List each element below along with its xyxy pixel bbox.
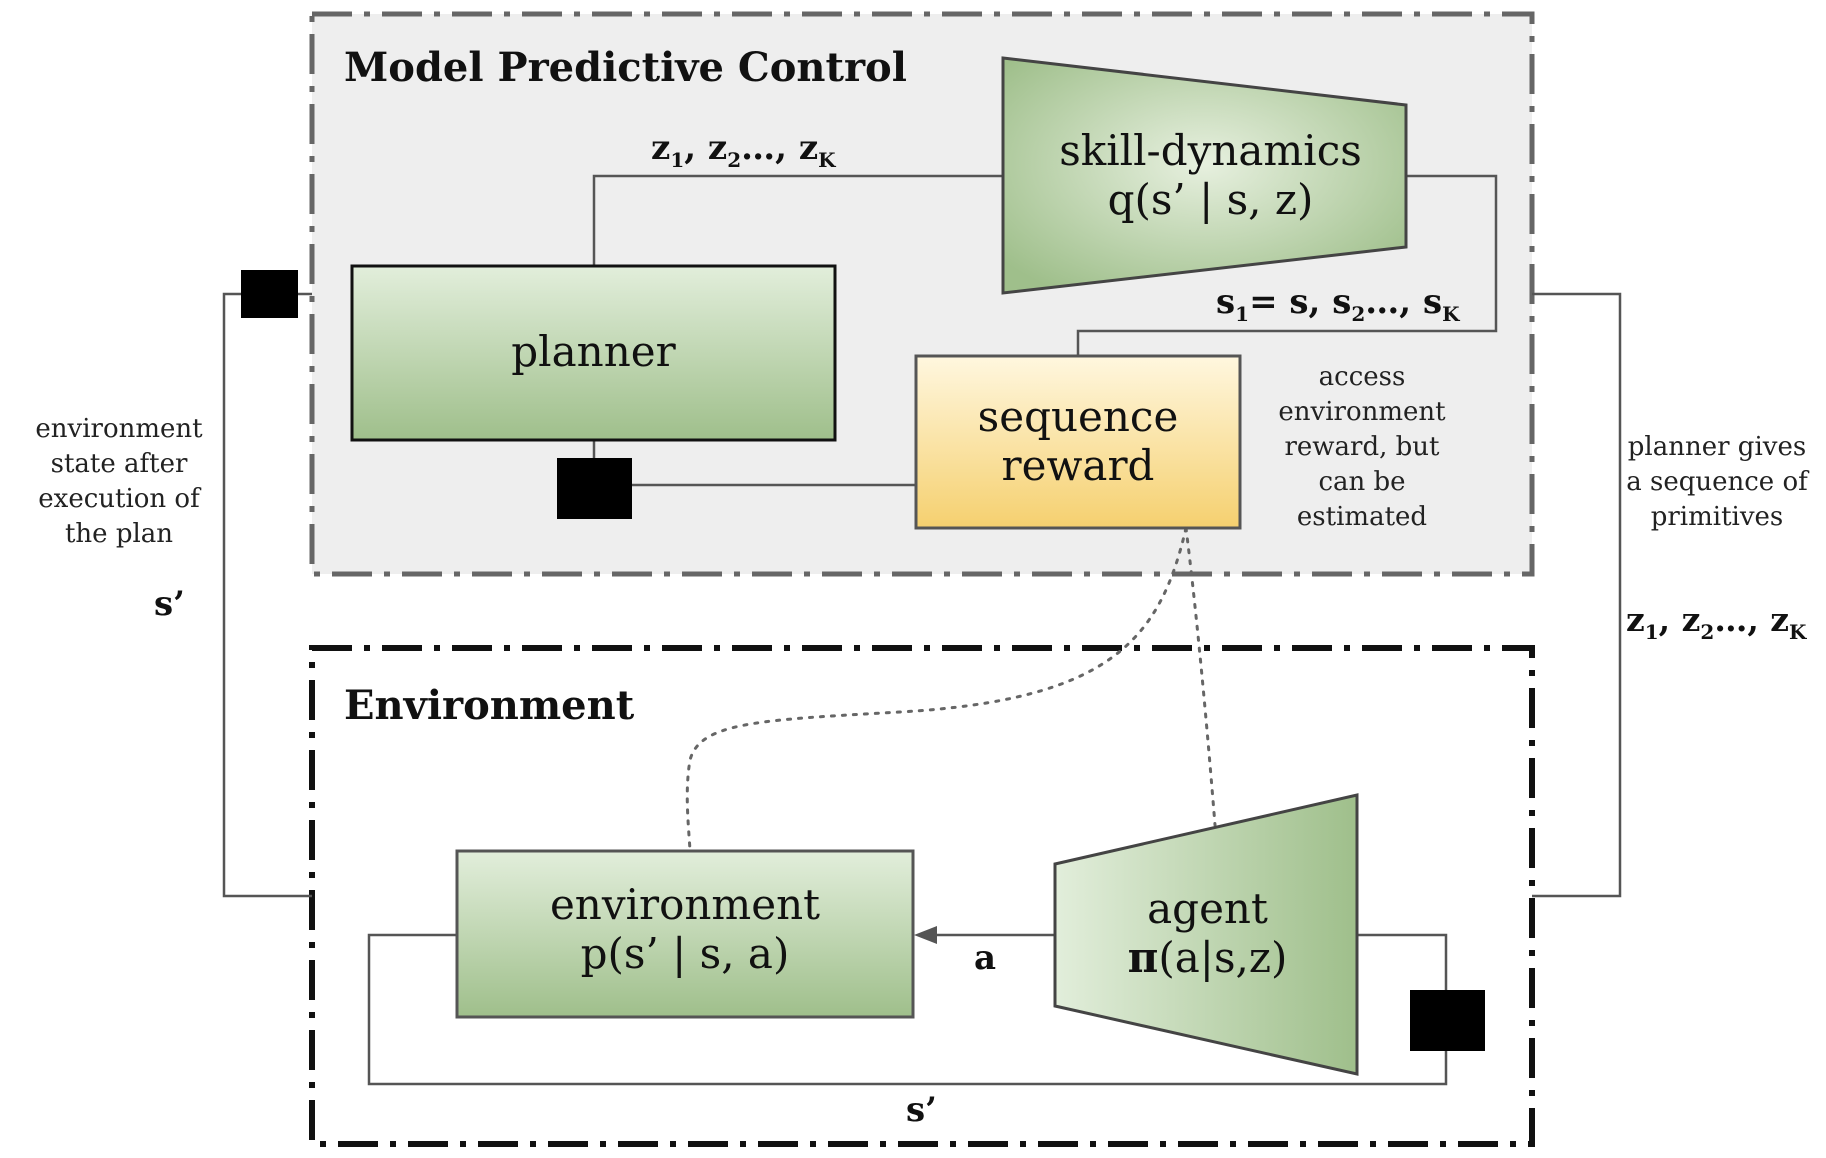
edge-bottom-loop-return	[367, 933, 1448, 1086]
s-prime-left-label: s’	[154, 584, 185, 624]
reward-note-line: estimated	[1296, 502, 1428, 532]
action-label: a	[974, 938, 997, 978]
sequence-reward-line2: reward	[1001, 441, 1155, 490]
environment-line1: environment	[549, 880, 821, 929]
agent-policy-args: (a|s,z)	[1158, 933, 1288, 982]
environment-line2: p(s’ | s, a)	[580, 929, 790, 978]
z-symbol: , z	[1658, 600, 1701, 639]
subscript: K	[1789, 620, 1807, 644]
z-symbol: …, z	[1714, 600, 1790, 639]
edge-right-loop	[1532, 292, 1622, 898]
skill-dynamics-label: skill-dynamics q(s’ | s, z)	[1013, 126, 1408, 224]
right-note-line: a sequence of	[1626, 467, 1808, 497]
reward-note: access environment reward, but can be es…	[1262, 360, 1462, 535]
delay-block-icon	[1410, 990, 1485, 1051]
z-symbol: , z	[684, 128, 728, 168]
edge-skill-to-reward	[1076, 174, 1498, 356]
s-prime-bottom-label: s’	[906, 1090, 937, 1130]
reward-note-line: can be	[1318, 467, 1406, 497]
reward-note-line: reward, but	[1284, 432, 1440, 462]
environment-label: environment p(s’ | s, a)	[457, 880, 913, 978]
edge-planner-to-skill	[592, 174, 1003, 266]
z-sequence-right-label: z1, z2…, zK	[1626, 600, 1806, 644]
planner-node	[350, 264, 837, 442]
left-note-line: state after	[50, 449, 188, 479]
mpc-title: Model Predictive Control	[344, 44, 907, 91]
skill-dynamics-node	[1001, 56, 1408, 295]
subscript: 1	[670, 148, 685, 172]
edge-bottom-loop	[1357, 933, 1448, 990]
right-note-line: primitives	[1650, 502, 1784, 532]
left-note: environment state after execution of the…	[10, 412, 228, 552]
z-sequence-top-label: z1, z2…, zK	[651, 128, 836, 172]
right-note: planner gives a sequence of primitives	[1612, 430, 1822, 535]
sequence-reward-label: sequence reward	[916, 392, 1240, 490]
s-sequence-label: s1= s, s2…, sK	[1216, 282, 1460, 326]
delay-block-icon	[557, 458, 632, 519]
right-note-line: planner gives	[1627, 432, 1807, 462]
s-symbol: s	[1216, 282, 1236, 322]
reward-note-line: access	[1318, 362, 1406, 392]
skill-dynamics-line2: q(s’ | s, z)	[1107, 175, 1314, 224]
edge-left-loop	[222, 292, 312, 898]
subscript: 2	[727, 148, 742, 172]
agent-label: agent π(a|s,z)	[1060, 884, 1355, 982]
agent-policy-symbol: π	[1127, 933, 1159, 982]
environment-node	[455, 849, 915, 1019]
subscript: K	[1442, 302, 1460, 326]
subscript: K	[818, 148, 836, 172]
arrow-head-icon	[914, 926, 937, 944]
agent-node	[1053, 793, 1359, 1076]
z-symbol: z	[1626, 600, 1645, 639]
dotted-link-reward-environment	[685, 526, 1188, 852]
reward-note-line: environment	[1278, 397, 1446, 427]
subscript: 1	[1235, 302, 1250, 326]
s-symbol: …, s	[1365, 282, 1443, 322]
s-symbol: = s, s	[1249, 282, 1352, 322]
subscript: 1	[1644, 620, 1659, 644]
environment-region-title: Environment	[344, 682, 635, 729]
agent-line2: π(a|s,z)	[1060, 933, 1355, 982]
planner-label: planner	[511, 327, 676, 376]
sequence-reward-node	[914, 354, 1242, 530]
z-symbol: …, z	[741, 128, 819, 168]
subscript: 2	[1700, 620, 1715, 644]
agent-line1: agent	[1147, 884, 1268, 933]
left-note-line: the plan	[64, 519, 174, 549]
subscript: 2	[1351, 302, 1366, 326]
left-note-line: execution of	[38, 484, 200, 514]
z-symbol: z	[651, 128, 671, 168]
sequence-reward-line1: sequence	[977, 392, 1179, 441]
left-note-line: environment	[35, 414, 203, 444]
delay-block-icon	[241, 270, 298, 318]
skill-dynamics-line1: skill-dynamics	[1059, 126, 1362, 175]
